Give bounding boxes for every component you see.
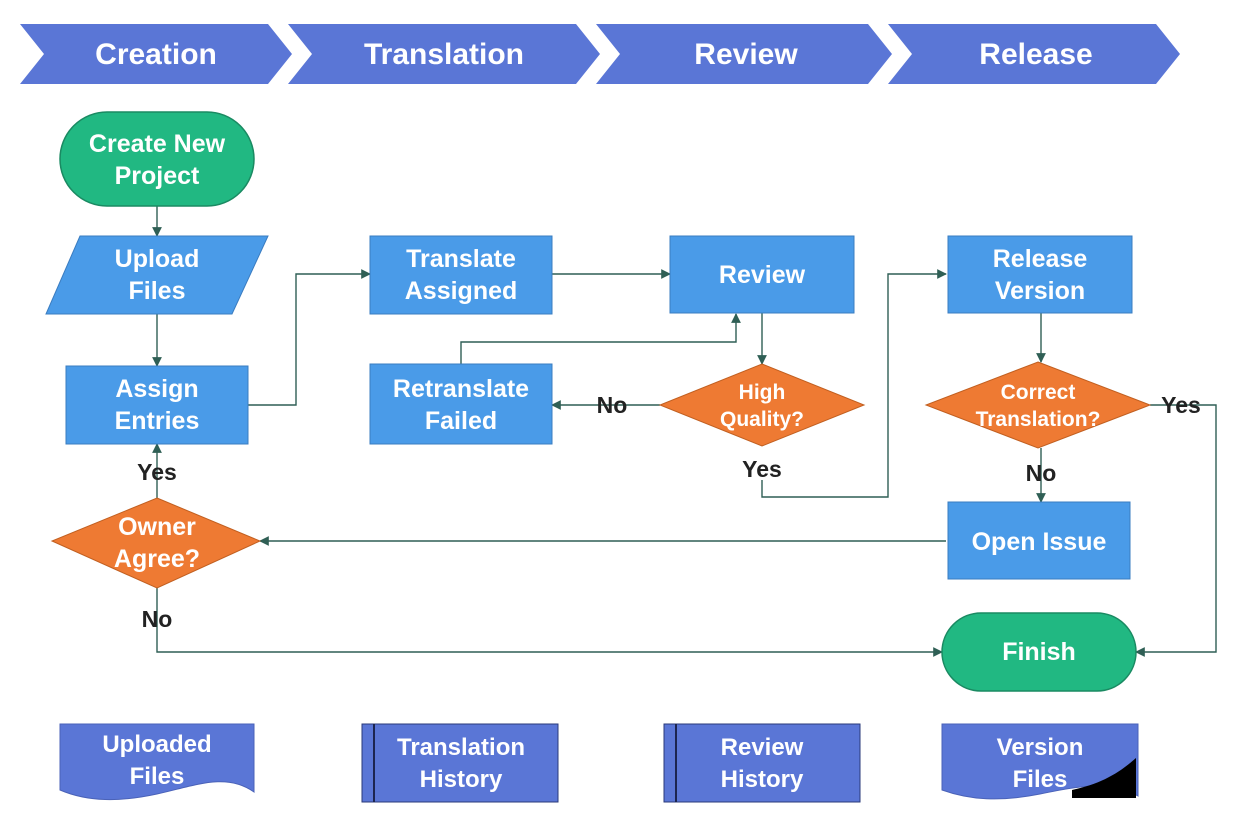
phase-review: Review: [596, 24, 892, 84]
node-open-issue: Open Issue: [947, 501, 1131, 580]
artifact-translation-history-line1: Translation: [397, 734, 525, 761]
label-owner-yes: Yes: [137, 459, 177, 485]
node-high-quality: High Quality?: [658, 363, 866, 447]
decision-shape: [658, 363, 866, 447]
node-correct-translation-line1: Correct: [1001, 381, 1076, 404]
artifact-translation-history: Translation History: [361, 723, 559, 803]
process-shape: [369, 363, 553, 445]
phase-review-shape: [596, 24, 892, 84]
phase-translation: Translation: [288, 24, 600, 84]
label-correct-yes: Yes: [1161, 392, 1201, 418]
node-assign-entries-line1: Assign: [115, 375, 198, 403]
terminal-shape: [941, 612, 1137, 692]
node-open-issue-label: Open Issue: [972, 528, 1107, 556]
node-retranslate-failed-line2: Failed: [425, 407, 497, 435]
edge-labels: Yes No No Yes Yes No: [137, 392, 1201, 632]
node-create-project: Create New Project: [59, 111, 255, 207]
artifact-review-history-line2: History: [721, 766, 804, 793]
node-owner-agree-line1: Owner: [118, 513, 196, 541]
label-owner-no: No: [142, 606, 173, 632]
artifact-version-files: Version Files: [941, 723, 1139, 800]
node-high-quality-line1: High: [739, 381, 786, 404]
artifact-uploaded-files-line2: Files: [130, 763, 185, 790]
artifact-review-history-line1: Review: [721, 734, 804, 761]
phase-release-shape: [888, 24, 1180, 84]
node-review: Review: [669, 235, 855, 314]
document-shape: [59, 723, 255, 801]
node-release-version-line2: Version: [995, 277, 1085, 305]
node-translate-assigned-line1: Translate: [406, 245, 516, 273]
artifact-uploaded-files-line1: Uploaded: [102, 731, 211, 758]
node-owner-agree-line2: Agree?: [114, 545, 200, 573]
node-translate-assigned-line2: Assigned: [405, 277, 518, 305]
node-assign-entries-line2: Entries: [115, 407, 200, 435]
artifact-review-history: Review History: [663, 723, 861, 803]
connectors: [152, 206, 1217, 657]
node-finish: Finish: [941, 612, 1137, 692]
artifact-version-files-line1: Version: [997, 734, 1084, 761]
node-correct-translation: Correct Translation?: [924, 361, 1152, 449]
node-create-project-line2: Project: [115, 162, 200, 190]
label-quality-no: No: [597, 392, 628, 418]
phase-creation-shape: [20, 24, 292, 84]
node-release-version-line1: Release: [993, 245, 1088, 273]
artifact-version-files-line2: Files: [1013, 766, 1068, 793]
phase-creation: Creation: [20, 24, 292, 84]
node-assign-entries: Assign Entries: [65, 365, 249, 445]
process-shape: [947, 235, 1133, 314]
process-shape: [947, 501, 1131, 580]
phase-translation-label: Translation: [364, 38, 524, 71]
node-finish-label: Finish: [1002, 638, 1076, 666]
terminal-shape: [59, 111, 255, 207]
process-shape: [65, 365, 249, 445]
phase-translation-shape: [288, 24, 600, 84]
process-shape: [369, 235, 553, 315]
node-release-version: Release Version: [947, 235, 1133, 314]
phase-release: Release: [888, 24, 1180, 84]
node-upload-files-line1: Upload: [115, 245, 200, 273]
input-output-shape: [45, 235, 269, 315]
node-upload-files-line2: Files: [129, 277, 186, 305]
stored-data-shape: [663, 723, 861, 803]
folded-corner-icon: [1072, 758, 1136, 798]
node-create-project-line1: Create New: [89, 130, 226, 158]
edge-correct-yes-to-finish: [1135, 404, 1217, 657]
phase-release-label: Release: [979, 38, 1092, 71]
artifact-translation-history-line2: History: [420, 766, 503, 793]
label-correct-no: No: [1026, 460, 1057, 486]
node-retranslate-failed: Retranslate Failed: [369, 363, 553, 445]
decision-shape: [50, 497, 262, 589]
node-upload-files: Upload Files: [45, 235, 269, 315]
stored-data-shape: [361, 723, 559, 803]
edge-assign-to-translate: [248, 269, 371, 406]
node-retranslate-failed-line1: Retranslate: [393, 375, 529, 403]
node-review-label: Review: [719, 261, 806, 289]
process-shape: [669, 235, 855, 314]
phase-creation-label: Creation: [95, 38, 217, 71]
phase-review-label: Review: [694, 38, 798, 71]
edge-owner-no-to-finish: [156, 588, 943, 657]
node-correct-translation-line2: Translation?: [976, 408, 1101, 431]
node-owner-agree: Owner Agree?: [50, 497, 262, 589]
node-high-quality-line2: Quality?: [720, 408, 804, 431]
artifact-uploaded-files: Uploaded Files: [59, 723, 255, 801]
edge-quality-yes-to-release: [761, 269, 947, 498]
edge-retranslate-to-review: [460, 313, 741, 364]
label-quality-yes: Yes: [742, 456, 782, 482]
decision-shape: [924, 361, 1152, 449]
node-translate-assigned: Translate Assigned: [369, 235, 553, 315]
